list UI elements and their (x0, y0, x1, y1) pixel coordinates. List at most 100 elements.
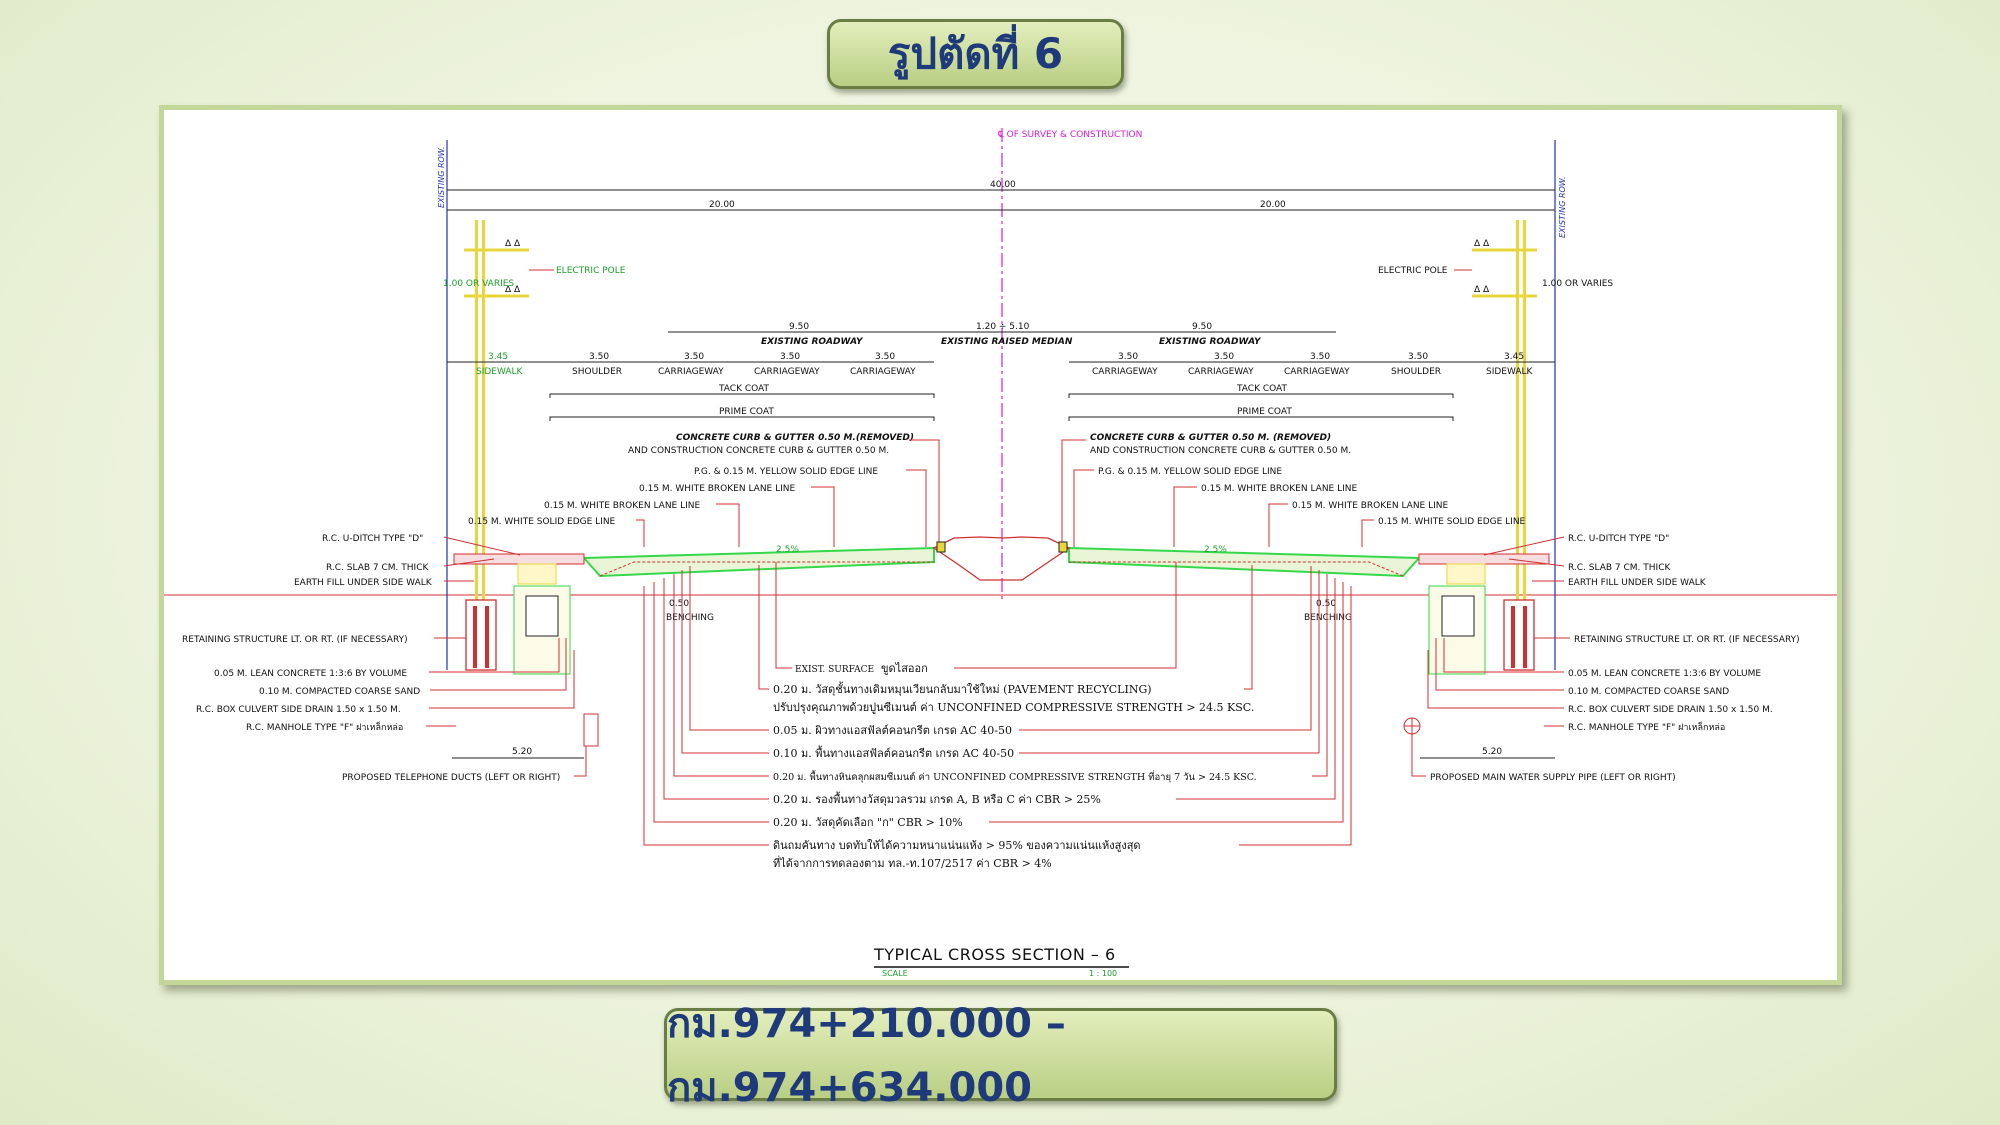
slab-left: R.C. SLAB 7 CM. THICK (326, 563, 429, 573)
yellow-edge-left: P.G. & 0.15 M. YELLOW SOLID EDGE LINE (694, 467, 878, 477)
pole-offset-right: 1.00 OR VARIES (1542, 279, 1613, 289)
benching-right: BENCHING (1304, 613, 1352, 623)
manhole-left: R.C. MANHOLE TYPE "F" ฝาเหล็กหล่อ (246, 720, 403, 733)
dim-lane-l3: 3.50 (875, 352, 895, 362)
box-culvert-right: R.C. BOX CULVERT SIDE DRAIN 1.50 x 1.50 … (1568, 705, 1773, 715)
dim-lane-r3: 3.50 (1310, 352, 1330, 362)
dim-520-left: 5.20 (512, 747, 532, 757)
layer-2: 0.05 ม. ผิวทางแอสฟัลต์คอนกรีต เกรด AC 40… (773, 724, 1012, 737)
curb-new-left: AND CONSTRUCTION CONCRETE CURB & GUTTER … (628, 446, 889, 456)
earth-fill-left: EARTH FILL UNDER SIDE WALK (294, 578, 433, 588)
dim-shoulder-right: 3.50 (1408, 352, 1428, 362)
shoulder-right: SHOULDER (1391, 367, 1441, 377)
existing-roadway-left: EXISTING ROADWAY (761, 337, 864, 347)
section-title: รูปตัดที่ 6 (887, 29, 1064, 78)
exist-surface: EXIST. SURFACE (795, 665, 874, 675)
layer-1b: ปรับปรุงคุณภาพด้วยปูนซีเมนต์ ค่า UNCONFI… (773, 701, 1254, 714)
benching-dim-left: 0.50 (669, 599, 689, 609)
dim-median: 1.20 ÷ 5.10 (976, 322, 1030, 332)
manhole-right: R.C. MANHOLE TYPE "F" ฝาเหล็กหล่อ (1568, 720, 1725, 733)
carriageway-l1: CARRIAGEWAY (658, 367, 724, 377)
carriageway-r3: CARRIAGEWAY (1284, 367, 1350, 377)
scale-value: 1 : 100 (1089, 969, 1117, 978)
dim-half-right: 20.00 (1260, 200, 1286, 210)
retaining-right: RETAINING STRUCTURE LT. OR RT. (IF NECES… (1574, 635, 1800, 645)
white-broken-left-2: 0.15 M. WHITE BROKEN LANE LINE (544, 501, 701, 511)
white-broken-right-2: 0.15 M. WHITE BROKEN LANE LINE (1292, 501, 1449, 511)
sidewalk-right: SIDEWALK (1486, 367, 1534, 377)
prime-coat-right: PRIME COAT (1237, 407, 1292, 417)
carriageway-l3: CARRIAGEWAY (850, 367, 916, 377)
row-label-left: EXISTING ROW. (437, 146, 446, 208)
benching-dim-right: 0.50 (1316, 599, 1336, 609)
layer-6: 0.20 ม. วัสดุคัดเลือก "ก" CBR > 10% (773, 816, 963, 829)
u-ditch-left: R.C. U-DITCH TYPE "D" (322, 534, 423, 544)
slab-right: R.C. SLAB 7 CM. THICK (1568, 563, 1671, 573)
insulator-right-bot: Δ Δ (1474, 285, 1490, 295)
scale-label: SCALE (882, 969, 908, 978)
layer-7a: ดินถมคันทาง บดทับให้ได้ความหนาแน่นแห้ง >… (773, 839, 1141, 852)
box-culvert-left: R.C. BOX CULVERT SIDE DRAIN 1.50 x 1.50 … (196, 705, 401, 715)
slope-left: 2.5% (776, 545, 799, 555)
layer-7b: ที่ได้จากการทดลองตาม ทล.-ท.107/2517 ค่า … (773, 855, 1052, 870)
insulator-left-top: Δ Δ (505, 239, 521, 249)
shoulder-left: SHOULDER (572, 367, 622, 377)
lean-concrete-right: 0.05 M. LEAN CONCRETE 1:3:6 BY VOLUME (1568, 669, 1761, 679)
cross-section-drawing: ℄ OF SURVEY & CONSTRUCTION EXISTING ROW.… (159, 105, 1842, 985)
curb-removed-right: CONCRETE CURB & GUTTER 0.50 M. (REMOVED) (1090, 433, 1331, 443)
layer-4: 0.20 ม. พื้นทางหินคลุกผสมซีเมนต์ ค่า UNC… (773, 770, 1257, 783)
dim-lane-r2: 3.50 (1214, 352, 1234, 362)
section-title-badge: รูปตัดที่ 6 (827, 19, 1124, 89)
station-range-badge: กม.974+210.000 – กม.974+634.000 (664, 1001, 1337, 1111)
layer-5: 0.20 ม. รองพื้นทางวัสดุมวลรวม เกรด A, B … (773, 791, 1101, 806)
layer-1a: 0.20 ม. วัสดุชั้นทางเดิมหมุนเวียนกลับมาใ… (773, 681, 1152, 696)
dim-520-right: 5.20 (1482, 747, 1502, 757)
row-label-right: EXISTING ROW. (1558, 176, 1567, 238)
existing-median-label: EXISTING RAISED MEDIAN (941, 337, 1073, 347)
carriageway-r1: CARRIAGEWAY (1092, 367, 1158, 377)
existing-roadway-right: EXISTING ROADWAY (1159, 337, 1262, 347)
electric-pole-label-right: ELECTRIC POLE (1378, 266, 1448, 276)
insulator-right-top: Δ Δ (1474, 239, 1490, 249)
tack-coat-left: TACK COAT (718, 384, 770, 394)
centerline-label: ℄ OF SURVEY & CONSTRUCTION (997, 130, 1142, 140)
dim-roadway-left: 9.50 (789, 322, 809, 332)
curb-removed-left: CONCRETE CURB & GUTTER 0.50 M.(REMOVED) (676, 433, 914, 443)
insulator-left-bot: Δ Δ (505, 285, 521, 295)
dim-total: 40.00 (990, 180, 1016, 190)
white-solid-left: 0.15 M. WHITE SOLID EDGE LINE (468, 517, 616, 527)
white-solid-right: 0.15 M. WHITE SOLID EDGE LINE (1378, 517, 1526, 527)
u-ditch-right: R.C. U-DITCH TYPE "D" (1568, 534, 1669, 544)
exist-surface-th: ขูดไสออก (881, 662, 928, 675)
tack-coat-right: TACK COAT (1236, 384, 1288, 394)
curb-new-right: AND CONSTRUCTION CONCRETE CURB & GUTTER … (1090, 446, 1351, 456)
prime-coat-left: PRIME COAT (719, 407, 774, 417)
white-broken-right-1: 0.15 M. WHITE BROKEN LANE LINE (1201, 484, 1358, 494)
lean-concrete-left: 0.05 M. LEAN CONCRETE 1:3:6 BY VOLUME (214, 669, 407, 679)
dim-shoulder-left: 3.50 (589, 352, 609, 362)
white-broken-left-1: 0.15 M. WHITE BROKEN LANE LINE (639, 484, 796, 494)
station-range: กม.974+210.000 – กม.974+634.000 (667, 1000, 1066, 1111)
telephone-ducts: PROPOSED TELEPHONE DUCTS (LEFT OR RIGHT) (342, 773, 560, 783)
dim-half-left: 20.00 (709, 200, 735, 210)
cross-section-svg: ℄ OF SURVEY & CONSTRUCTION EXISTING ROW.… (164, 128, 1837, 978)
dim-sidewalk-left: 3.45 (488, 352, 508, 362)
sheet-title: TYPICAL CROSS SECTION – 6 (873, 945, 1116, 964)
retaining-left: RETAINING STRUCTURE LT. OR RT. (IF NECES… (182, 635, 408, 645)
slope-right: 2.5% (1204, 545, 1227, 555)
sidewalk-left: SIDEWALK (476, 367, 524, 377)
coarse-sand-right: 0.10 M. COMPACTED COARSE SAND (1568, 687, 1729, 697)
coarse-sand-left: 0.10 M. COMPACTED COARSE SAND (259, 687, 420, 697)
dim-roadway-right: 9.50 (1192, 322, 1212, 332)
carriageway-r2: CARRIAGEWAY (1188, 367, 1254, 377)
pole-offset-left: 1.00 OR VARIES (443, 279, 514, 289)
dim-lane-l2: 3.50 (780, 352, 800, 362)
dim-sidewalk-right: 3.45 (1504, 352, 1524, 362)
water-pipe: PROPOSED MAIN WATER SUPPLY PIPE (LEFT OR… (1430, 773, 1676, 783)
earth-fill-right: EARTH FILL UNDER SIDE WALK (1568, 578, 1707, 588)
dim-lane-r1: 3.50 (1118, 352, 1138, 362)
yellow-edge-right: P.G. & 0.15 M. YELLOW SOLID EDGE LINE (1098, 467, 1282, 477)
electric-pole-label-left: ELECTRIC POLE (556, 266, 626, 276)
carriageway-l2: CARRIAGEWAY (754, 367, 820, 377)
layer-3: 0.10 ม. พื้นทางแอสฟัลต์คอนกรีต เกรด AC 4… (773, 745, 1014, 760)
